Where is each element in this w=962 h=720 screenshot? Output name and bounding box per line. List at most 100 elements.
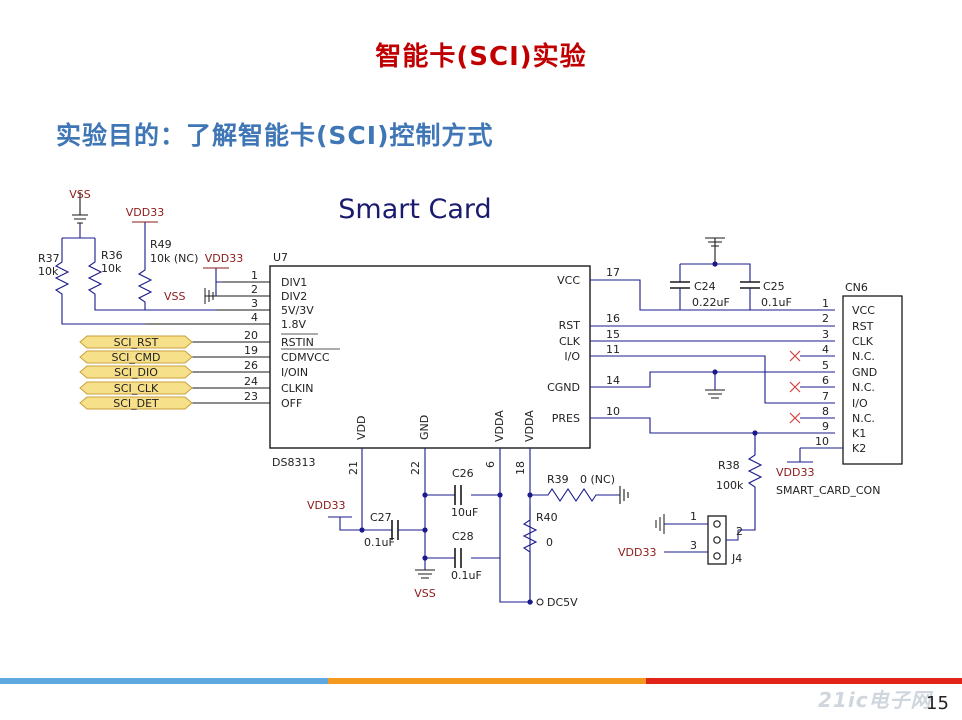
net-label-sci-rst: SCI_RST — [114, 336, 159, 349]
u7-pin-num-3: 3 — [251, 297, 258, 310]
cn6-pin-name-k1: K1 — [852, 427, 866, 440]
net-flag-sci-dio — [79, 365, 193, 379]
u7-pin-num-11: 11 — [606, 343, 620, 356]
u7-pin-name-gnd: GND — [418, 415, 431, 440]
u7-pin-name-vdd: VDD — [355, 416, 368, 440]
vcc-decoupling-caps — [670, 237, 760, 310]
net-flag-sci-clk — [79, 381, 193, 395]
u7-pin-num-18: 18 — [514, 461, 527, 475]
u7-pin-num-20: 20 — [244, 329, 258, 342]
cn6-pin-num-1: 1 — [822, 297, 829, 310]
c28-ref: C28 — [452, 530, 474, 543]
u7-pin-num-6: 6 — [484, 461, 497, 468]
c25-value: 0.1uF — [761, 296, 792, 309]
u7-pin-name-div1: DIV1 — [281, 276, 307, 289]
vss-label-pin3: VSS — [164, 290, 186, 303]
r40-ref: R40 — [536, 511, 558, 524]
u7-ref: U7 — [273, 251, 288, 264]
cn6-pin-name-rst: RST — [852, 320, 874, 333]
u7-pin-num-14: 14 — [606, 374, 620, 387]
u7-pin-name-pres: PRES — [552, 412, 580, 425]
cn6-pin-num-4: 4 — [822, 343, 829, 356]
footer-bar-red — [646, 678, 962, 684]
u7-pin-num-10: 10 — [606, 405, 620, 418]
u7-pin-num-21: 21 — [347, 461, 360, 475]
r36-ref: R36 — [101, 249, 123, 262]
u7-pin-name-cgnd: CGND — [547, 381, 580, 394]
r38-ref: R38 — [718, 459, 740, 472]
u7-pin-num-26: 26 — [244, 359, 258, 372]
vdd33-label-c27: VDD33 — [307, 499, 345, 512]
vss-label-top: VSS — [69, 188, 91, 201]
page-number: 15 — [926, 693, 949, 714]
bottom-power-network — [328, 448, 629, 603]
u7-pin-name-vcc: VCC — [557, 274, 580, 287]
u7-pin-name-rstin: RSTIN — [281, 336, 314, 349]
r49-ref: R49 — [150, 238, 172, 251]
u7-pin-name-5v3v: 5V/3V — [281, 304, 314, 317]
wires-u7-cn6 — [590, 279, 835, 531]
u7-pin-name-ioin: I/OIN — [281, 366, 308, 379]
net-flag-sci-det — [79, 396, 193, 410]
c26-ref: C26 — [452, 467, 474, 480]
net-flag-sci-cmd — [79, 350, 193, 364]
ground-cgnd — [705, 389, 725, 399]
j4-pin-num-1: 1 — [690, 510, 697, 523]
cn6-pin-num-10: 10 — [815, 435, 829, 448]
cn6-pin-name-nc-6: N.C. — [852, 381, 875, 394]
cn6-body — [842, 295, 903, 465]
r37-ref: R37 — [38, 252, 60, 265]
u7-pin-num-15: 15 — [606, 328, 620, 341]
u7-pin-num-1: 1 — [251, 269, 258, 282]
cn6-pin-num-5: 5 — [822, 359, 829, 372]
cn6-pin-name-k2: K2 — [852, 442, 866, 455]
cn6-pin-num-8: 8 — [822, 405, 829, 418]
vss-label-bottom: VSS — [414, 587, 436, 600]
cn6-pin-num-2: 2 — [822, 312, 829, 325]
u7-pin-name-cdmvcc: CDMVCC — [281, 351, 330, 364]
u7-pin-name-vdda-6: VDDA — [493, 410, 506, 442]
j4-pins: 1 2 3 J4 — [655, 510, 743, 565]
footer-bar-blue — [0, 678, 328, 684]
u7-pin-num-2: 2 — [251, 283, 258, 296]
cn6-pin-num-6: 6 — [822, 374, 829, 387]
u7-pin-name-vdda-18: VDDA — [523, 410, 536, 442]
u7-pin-num-4: 4 — [251, 311, 258, 324]
net-label-sci-det: SCI_DET — [113, 397, 159, 410]
footer-bar-orange — [328, 678, 646, 684]
vdd33-label-r49: VDD33 — [126, 206, 164, 219]
u7-pin-name-io: I/O — [564, 350, 580, 363]
c25-ref: C25 — [763, 280, 785, 293]
slide-title: 智能卡(SCI)实验 — [375, 42, 587, 72]
r40-value: 0 — [546, 536, 553, 549]
vdd33-label-j4: VDD33 — [618, 546, 656, 559]
vdd33-label-k2: VDD33 — [776, 466, 814, 479]
cn6-pin-num-7: 7 — [822, 390, 829, 403]
u7-right-pins: VCC RST CLK I/O CGND PRES 17 16 15 11 14… — [547, 266, 620, 425]
r37-value: 10k — [38, 265, 59, 278]
u7-pin-name-clk: CLK — [559, 335, 581, 348]
cn6-pin-num-3: 3 — [822, 328, 829, 341]
nc-markers — [789, 350, 835, 424]
cn6-pin-name-gnd: GND — [852, 366, 877, 379]
u7-pin-num-22: 22 — [409, 461, 422, 475]
c28-value: 0.1uF — [451, 569, 482, 582]
vss-ground-pin3 — [204, 288, 222, 304]
cn6-ref: CN6 — [845, 281, 868, 294]
u7-left-pins: 1 2 3 4 20 19 26 24 23 DIV1 DIV2 5V/3V 1… — [145, 269, 340, 410]
u7-pin-name-rst: RST — [559, 319, 581, 332]
u7-pin-name-div2: DIV2 — [281, 290, 307, 303]
u7-pin-name-1v8: 1.8V — [281, 318, 306, 331]
net-label-sci-dio: SCI_DIO — [114, 366, 158, 379]
junction-dots — [359, 261, 758, 605]
u7-pin-num-17: 17 — [606, 266, 620, 279]
cn6-pin-num-9: 9 — [822, 420, 829, 433]
u7-part: DS8313 — [272, 456, 315, 469]
c27-value: 0.1uF — [364, 536, 395, 549]
watermark-logo: 21ic电子网 — [818, 688, 932, 712]
u7-pin-name-clkin: CLKIN — [281, 382, 314, 395]
schematic-heading: Smart Card — [338, 194, 491, 225]
r39-ref: R39 — [547, 473, 569, 486]
cn6-pin-name-vcc: VCC — [852, 304, 875, 317]
